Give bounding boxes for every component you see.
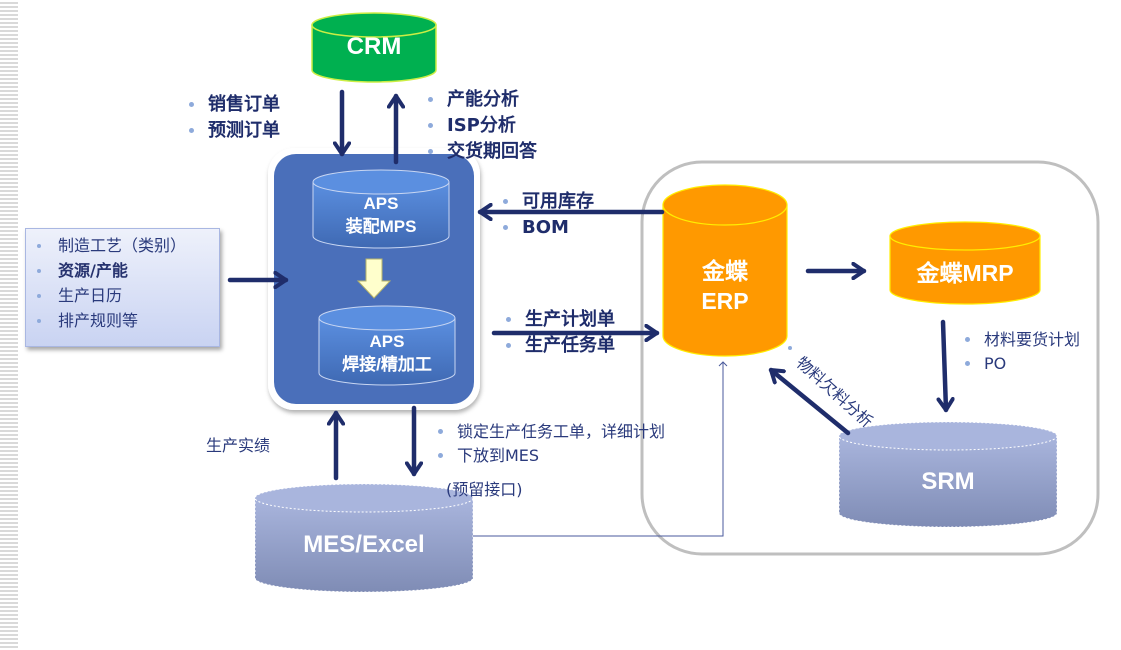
erp-line2: ERP (701, 288, 749, 314)
erp-group-frame (640, 160, 1100, 556)
aps-welding-cylinder (318, 305, 456, 386)
bullet-icon (965, 337, 970, 342)
aps-welding-line1: APS (369, 332, 405, 351)
bullet-icon (37, 244, 41, 248)
arrow-mrp-to-srm (943, 319, 946, 413)
bullet-icon (428, 97, 433, 102)
connector-mes-to-erp (473, 361, 728, 537)
bullet-icon (438, 453, 443, 458)
bullet-icon (503, 225, 508, 230)
label-item: 锁定生产任务工单，详细计划 (435, 420, 665, 444)
label-item: 销售订单 (186, 92, 280, 118)
bullet-icon (506, 317, 511, 322)
bullet-icon (37, 269, 41, 273)
erp-to-aps-labels: 可用库存 BOM (500, 189, 594, 241)
label-item: 材料要货计划 (962, 328, 1080, 352)
mes-excel-label: MES/Excel (303, 531, 425, 558)
aps-assembly-cylinder (312, 169, 450, 249)
label-item: ISP分析 (425, 113, 537, 139)
label-item: PO (962, 352, 1080, 376)
bullet-icon (37, 294, 41, 298)
aps-to-mes-labels: 锁定生产任务工单，详细计划 下放到MES (435, 420, 665, 468)
srm-cylinder (838, 421, 1058, 528)
input-item: 制造工艺（类别） (26, 233, 219, 258)
srm-label: SRM (921, 468, 975, 495)
mrp-to-srm-labels: 材料要货计划 PO (962, 328, 1080, 376)
aps-welding-line2: 焊接/精加工 (342, 355, 432, 374)
erp-cylinder (662, 184, 788, 357)
erp-line1: 金蝶 (702, 258, 748, 284)
mes-to-aps-label: 生产实绩 (206, 436, 271, 455)
label-item: 产能分析 (425, 87, 537, 113)
aps-assembly-label: APS 装配MPS (313, 192, 449, 238)
bullet-icon (506, 343, 511, 348)
mes-excel-cylinder (254, 483, 474, 593)
slide-edge-stripe (0, 0, 18, 650)
label-item: 生产任务单 (503, 333, 615, 359)
input-item: 生产日历 (26, 283, 219, 308)
crm-label: CRM (346, 33, 402, 60)
label-item: 预测订单 (186, 118, 280, 144)
aps-to-mes-note: (预留接口) (446, 480, 523, 499)
label-item: 生产计划单 (503, 307, 615, 333)
bullet-icon (428, 123, 433, 128)
mrp-cylinder (889, 221, 1041, 305)
label-item: 下放到MES (435, 444, 665, 468)
erp-label: 金蝶 ERP (663, 256, 787, 316)
bullet-icon (438, 429, 443, 434)
crm-cylinder (311, 12, 437, 83)
mrp-label: 金蝶MRP (916, 260, 1014, 286)
planning-inputs-box: 制造工艺（类别） 资源/产能 生产日历 排产规则等 (25, 228, 220, 347)
bullet-icon (189, 102, 194, 107)
bullet-icon (189, 128, 194, 133)
label-item: 可用库存 (500, 189, 594, 215)
aps-to-crm-labels: 产能分析 ISP分析 交货期回答 (425, 87, 537, 165)
bullet-icon (503, 199, 508, 204)
aps-to-erp-labels: 生产计划单 生产任务单 (503, 307, 615, 359)
bullet-icon (37, 319, 41, 323)
input-item: 资源/产能 (26, 258, 219, 283)
aps-welding-label: APS 焊接/精加工 (319, 330, 455, 376)
label-item: BOM (500, 215, 594, 241)
aps-flow-arrow (356, 258, 392, 299)
arrow-srm-to-erp (768, 367, 851, 436)
bullet-icon (788, 346, 792, 350)
label-item: 交货期回答 (425, 139, 537, 165)
bullet-icon (428, 149, 433, 154)
aps-assembly-line1: APS (363, 194, 399, 213)
input-item: 排产规则等 (26, 308, 219, 333)
crm-to-aps-labels: 销售订单 预测订单 (186, 92, 280, 144)
aps-assembly-line2: 装配MPS (345, 217, 417, 236)
bullet-icon (965, 361, 970, 366)
